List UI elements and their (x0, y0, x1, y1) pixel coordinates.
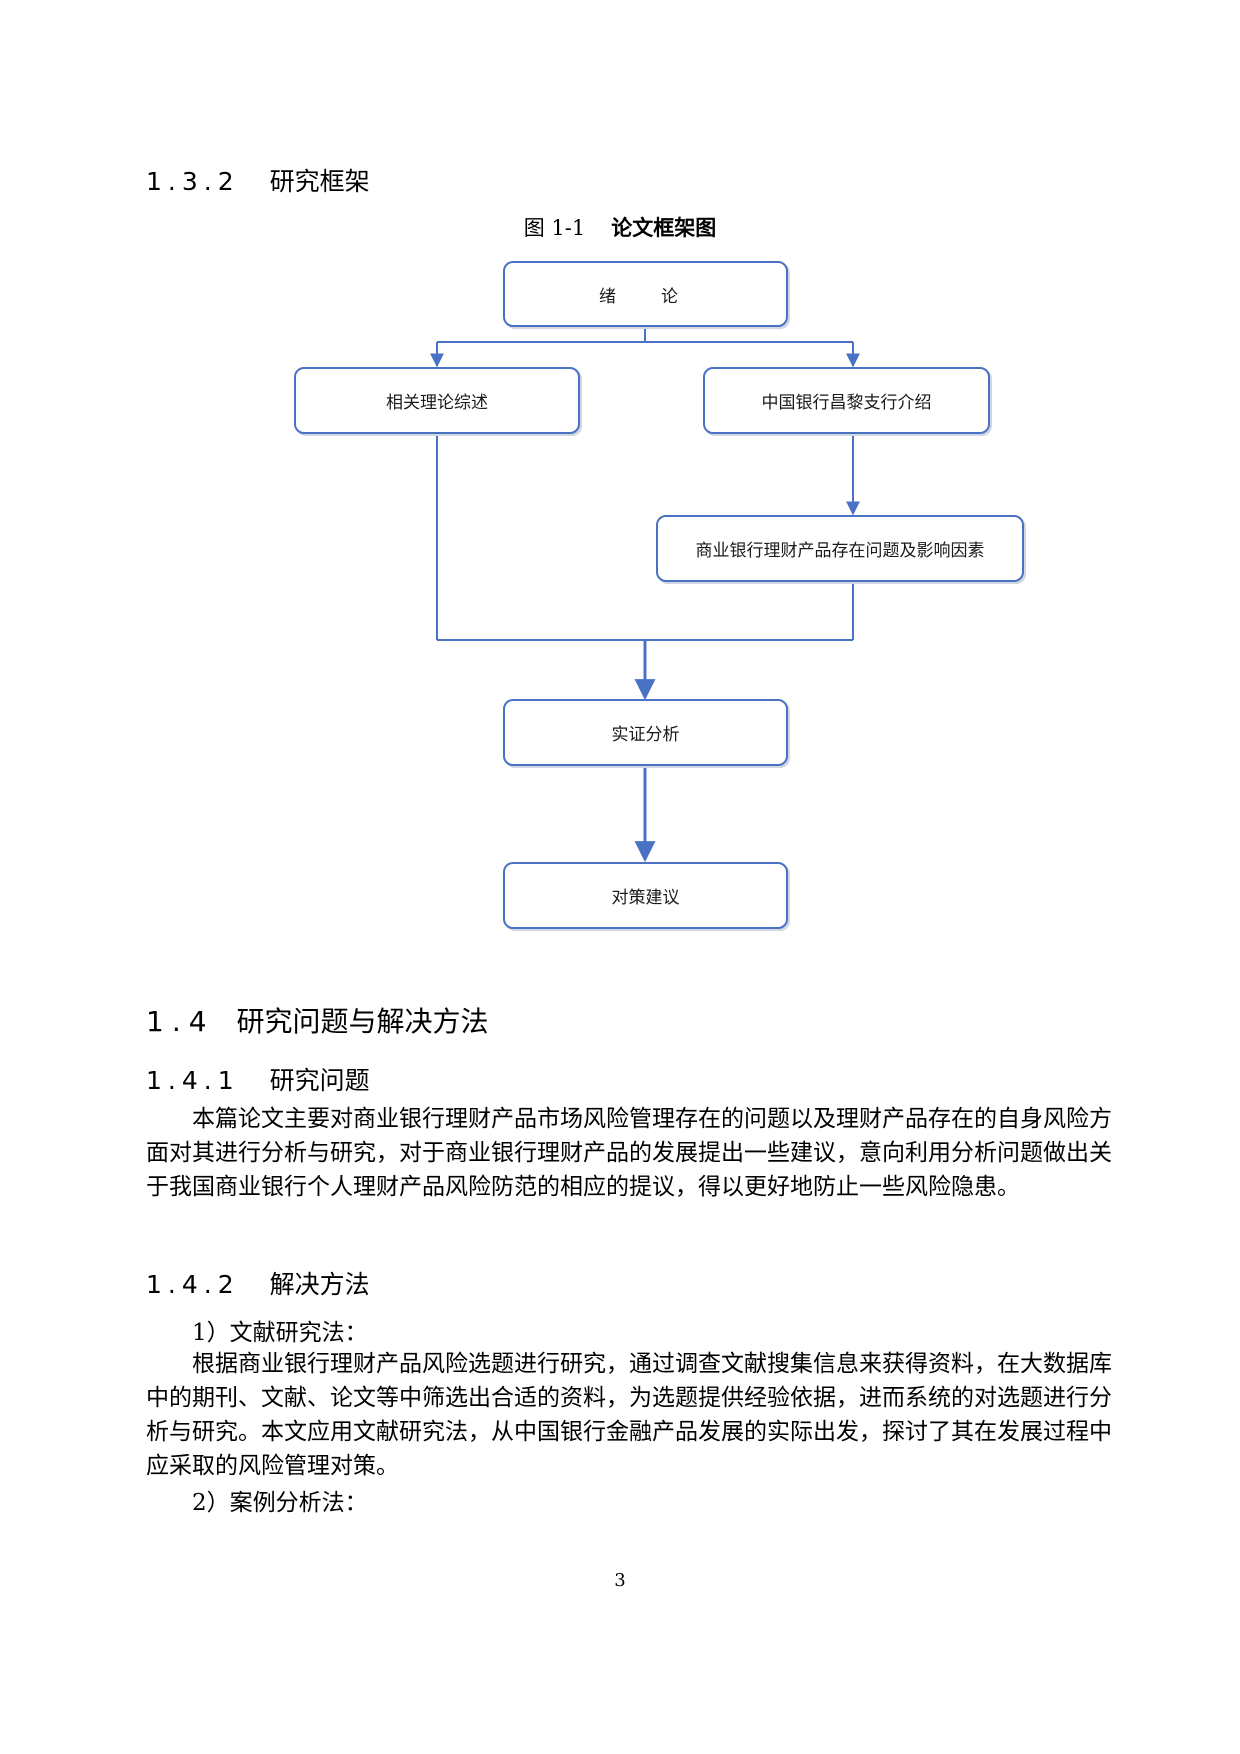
paragraph-research-question: 本篇论文主要对商业银行理财产品市场风险管理存在的问题以及理财产品存在的自身风险方… (146, 1106, 1112, 1200)
node-bank-intro: 中国银行昌黎支行介绍 (703, 367, 990, 434)
section-heading-1-4-2: 1.4.2 解决方法 (146, 1265, 370, 1301)
section-heading-1-4: 1.4 研究问题与解决方法 (146, 1000, 489, 1040)
node-problems-factors: 商业银行理财产品存在问题及影响因素 (656, 515, 1024, 582)
paragraph-method-1: 根据商业银行理财产品风险选题进行研究，通过调查文献搜集信息来获得资料，在大数据库… (146, 1351, 1112, 1479)
section-title: 研究问题 (269, 1066, 370, 1095)
node-suggestions: 对策建议 (503, 862, 788, 929)
figure-number: 图 1-1 (523, 216, 586, 240)
section-title: 研究框架 (269, 167, 370, 196)
section-title: 解决方法 (269, 1270, 370, 1299)
method-1-label: 1）文献研究法： (192, 1320, 368, 1346)
figure-caption: 图 1-1 论文框架图 (0, 212, 1240, 242)
section-number: 1.4 (146, 1005, 215, 1038)
section-heading-1-4-1: 1.4.1 研究问题 (146, 1061, 370, 1097)
section-number: 1.4.1 (146, 1066, 240, 1095)
method-2-label: 2）案例分析法： (192, 1490, 368, 1516)
section-heading-1-3-2: 1.3.2 研究框架 (146, 162, 370, 198)
framework-diagram-connectors (430, 325, 860, 863)
node-theory-review: 相关理论综述 (294, 367, 580, 434)
section-number: 1.3.2 (146, 167, 240, 196)
section-title: 研究问题与解决方法 (236, 1005, 489, 1038)
figure-title: 论文框架图 (611, 215, 717, 240)
page-number: 3 (614, 1570, 626, 1591)
node-intro: 绪 论 (503, 261, 788, 327)
node-empirical-analysis: 实证分析 (503, 699, 788, 766)
section-number: 1.4.2 (146, 1270, 240, 1299)
